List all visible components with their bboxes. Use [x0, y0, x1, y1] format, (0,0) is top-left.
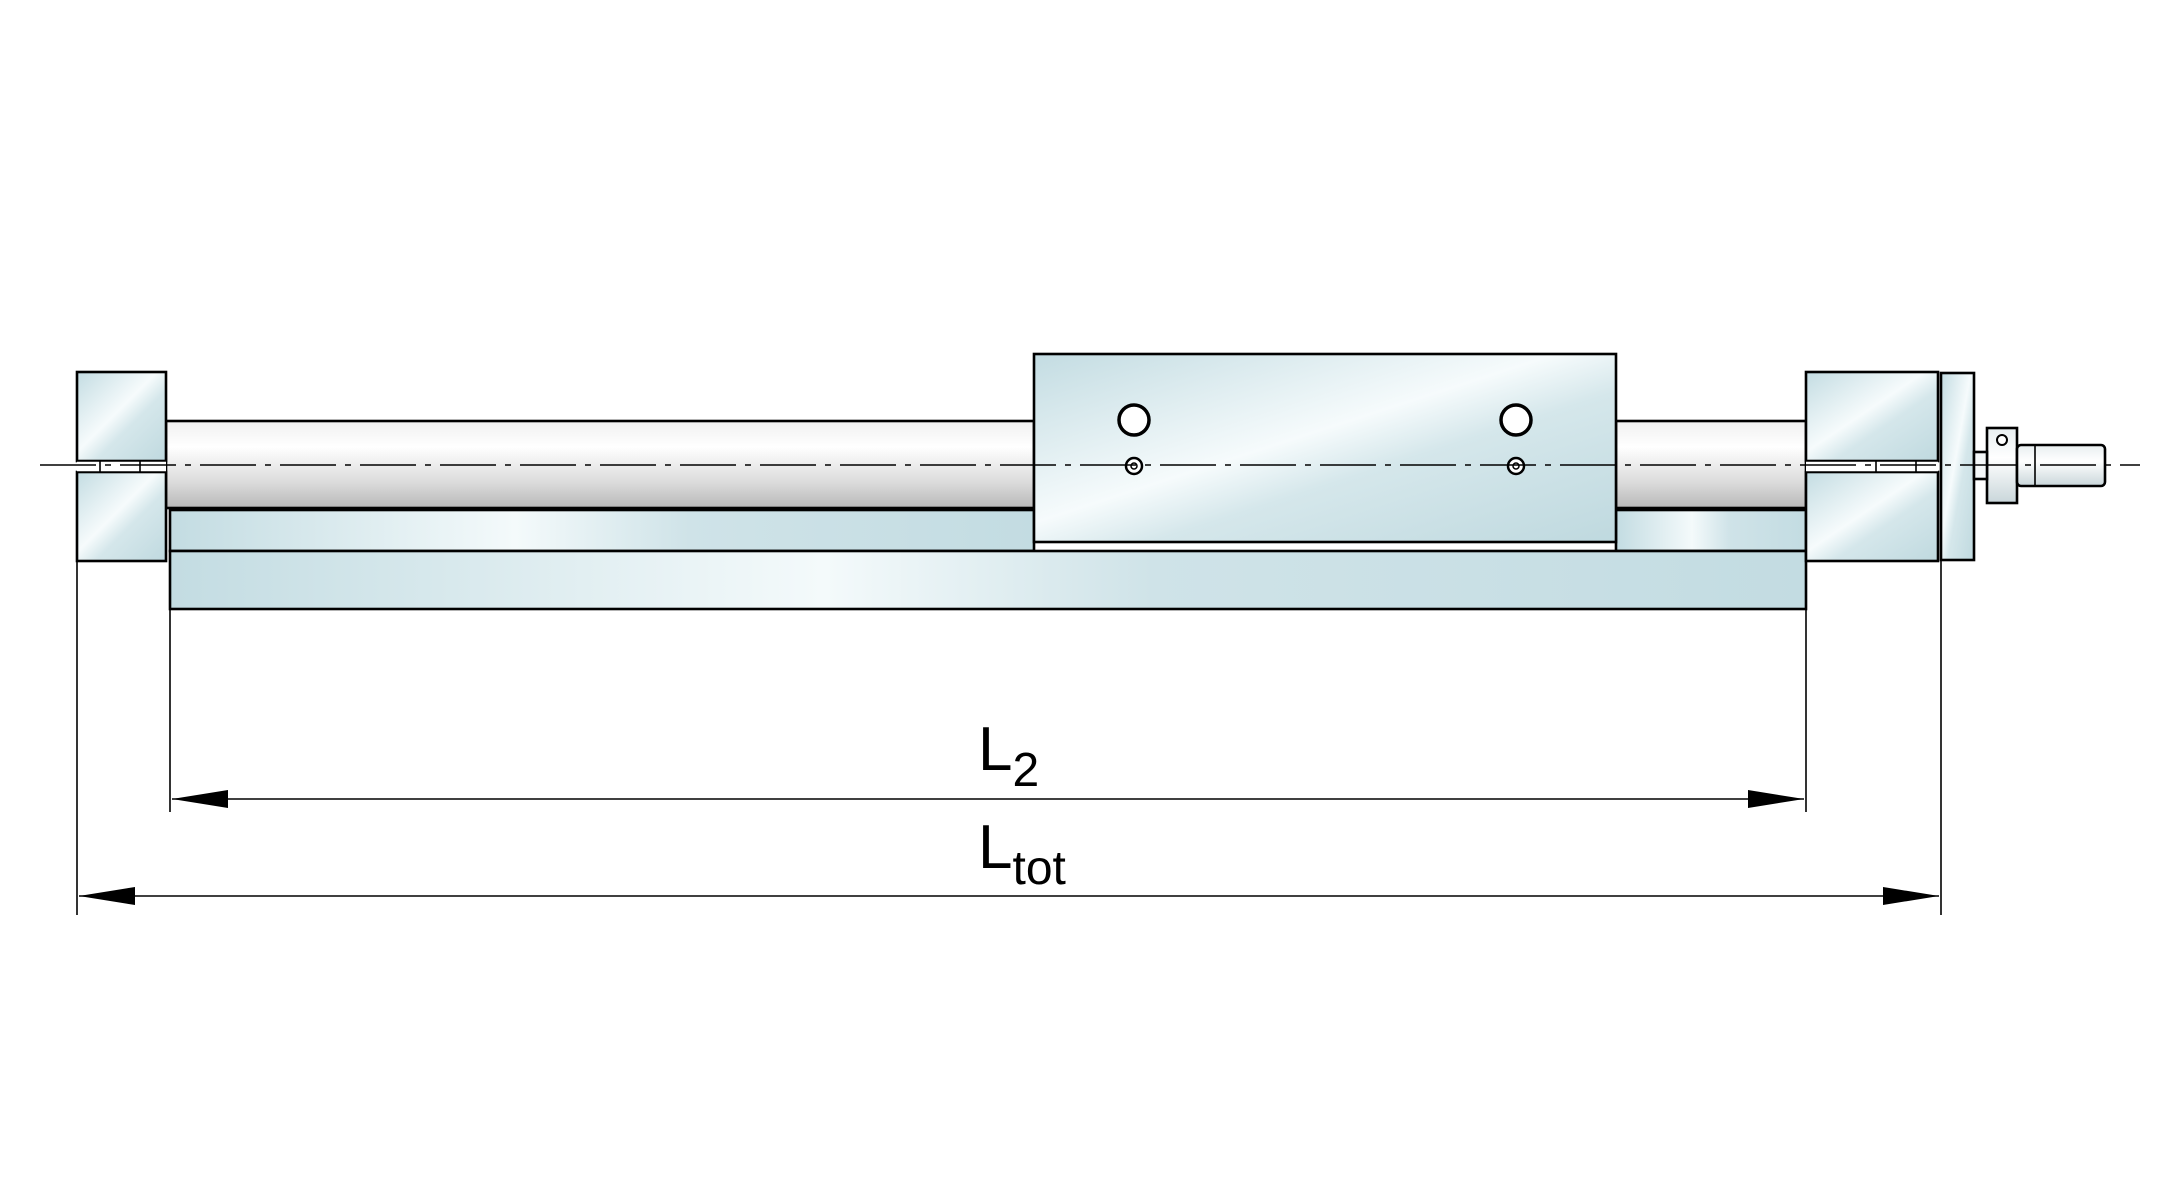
upper-rail-left	[168, 508, 1036, 553]
arrowhead-ltot-left	[79, 887, 135, 905]
end-block-right-top	[1804, 370, 1940, 463]
lube-fitting-left-icon	[1124, 456, 1144, 476]
arrowhead-l2-left	[172, 790, 228, 808]
shaft-pin-icon	[1996, 434, 2008, 446]
lower-rail	[168, 549, 1808, 611]
mounting-hole-right-icon	[1499, 403, 1533, 437]
mounting-hole-left-icon	[1117, 403, 1151, 437]
end-block-left-top	[75, 370, 168, 463]
arrowhead-l2-right	[1748, 790, 1804, 808]
end-block-left-bottom	[75, 470, 168, 563]
end-block-right-bottom	[1804, 470, 1940, 563]
dimension-label-ltot: Ltot	[978, 813, 1066, 895]
arrowhead-ltot-right	[1883, 887, 1939, 905]
motor-flange	[1939, 371, 1976, 562]
carriage	[1032, 352, 1618, 544]
dimension-label-l2: L2	[978, 715, 1039, 797]
end-block-left-gap	[77, 461, 166, 472]
upper-rail-right	[1614, 508, 1808, 553]
lube-fitting-right-icon	[1506, 456, 1526, 476]
